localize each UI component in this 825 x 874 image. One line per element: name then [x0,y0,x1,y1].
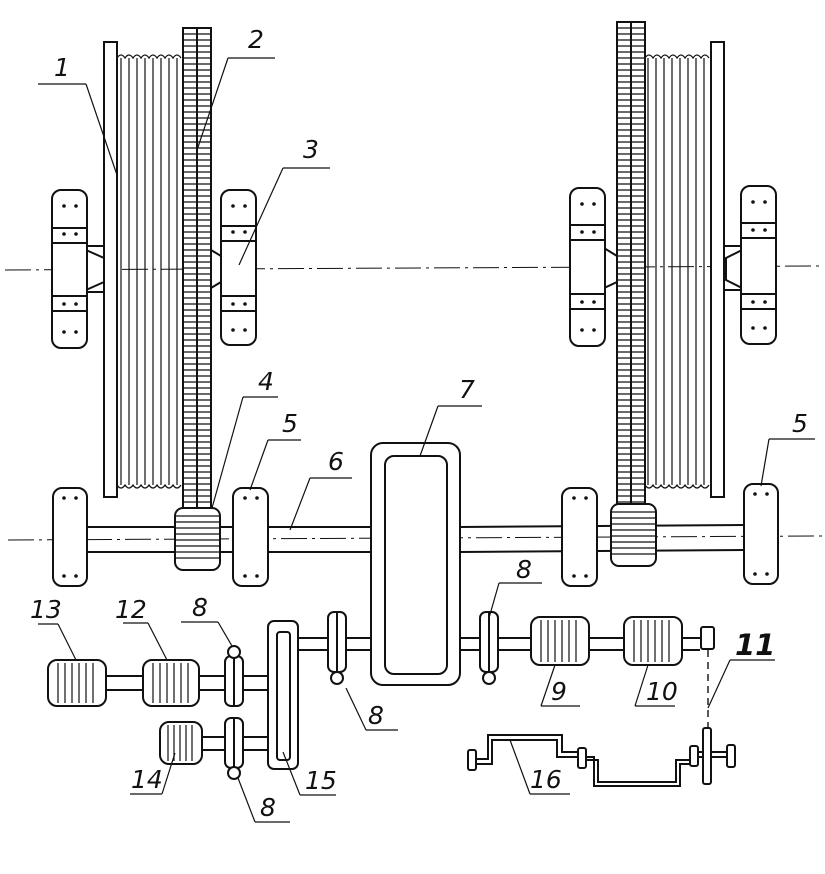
upper-axis-line [4,265,823,271]
brake-8-upper-left [224,645,244,707]
label-14: 14 [131,765,163,794]
label-3: 3 [303,135,319,164]
label-8-bottom: 8 [260,793,276,822]
right-drum-assembly [569,21,777,519]
brake-8-lower-left [224,717,244,780]
right-drum-bearing-inner [569,187,606,347]
label-10: 10 [646,677,678,706]
left-drum-bearing-inner [220,189,257,346]
brake-8-center-right [479,611,499,685]
label-12: 12 [115,595,147,624]
label-7: 7 [459,375,475,404]
label-5-right: 5 [792,409,808,438]
right-pinion [610,503,657,567]
label-1: 1 [54,53,70,82]
label-8-center: 8 [368,701,384,730]
label-13: 13 [30,595,62,624]
motor-9 [530,616,590,666]
label-11: 11 [735,628,775,662]
callout-leaders [38,57,815,823]
brake-8-center-left [327,611,347,685]
shaft-bearing-right [561,487,598,587]
left-pinion [174,507,221,571]
label-8-top-right: 8 [516,555,532,584]
motor-10 [623,616,683,666]
shaft-bearing-left [232,487,269,587]
lower-drive [47,611,715,780]
motor-14 [159,721,203,765]
label-16: 16 [530,765,562,794]
motor-13 [47,659,107,707]
reducer-inner [384,455,448,675]
coupling-11 [700,626,715,650]
label-4: 4 [258,367,274,396]
label-15: 15 [305,766,337,795]
left-drum-bearing-outer [51,189,88,349]
left-drum-assembly [51,27,257,519]
motor-12 [142,659,200,707]
shaft-bearing-far-left [52,487,88,587]
shaft-bearing-far-right [743,483,779,585]
label-9: 9 [551,677,567,706]
label-5-left: 5 [282,409,298,438]
crank-shaft-16 [467,727,736,787]
label-6: 6 [328,447,344,476]
label-2: 2 [248,25,264,54]
right-drum-bearing-outer [740,185,777,345]
label-8-top-left: 8 [192,593,208,622]
main-shaft [52,442,779,686]
